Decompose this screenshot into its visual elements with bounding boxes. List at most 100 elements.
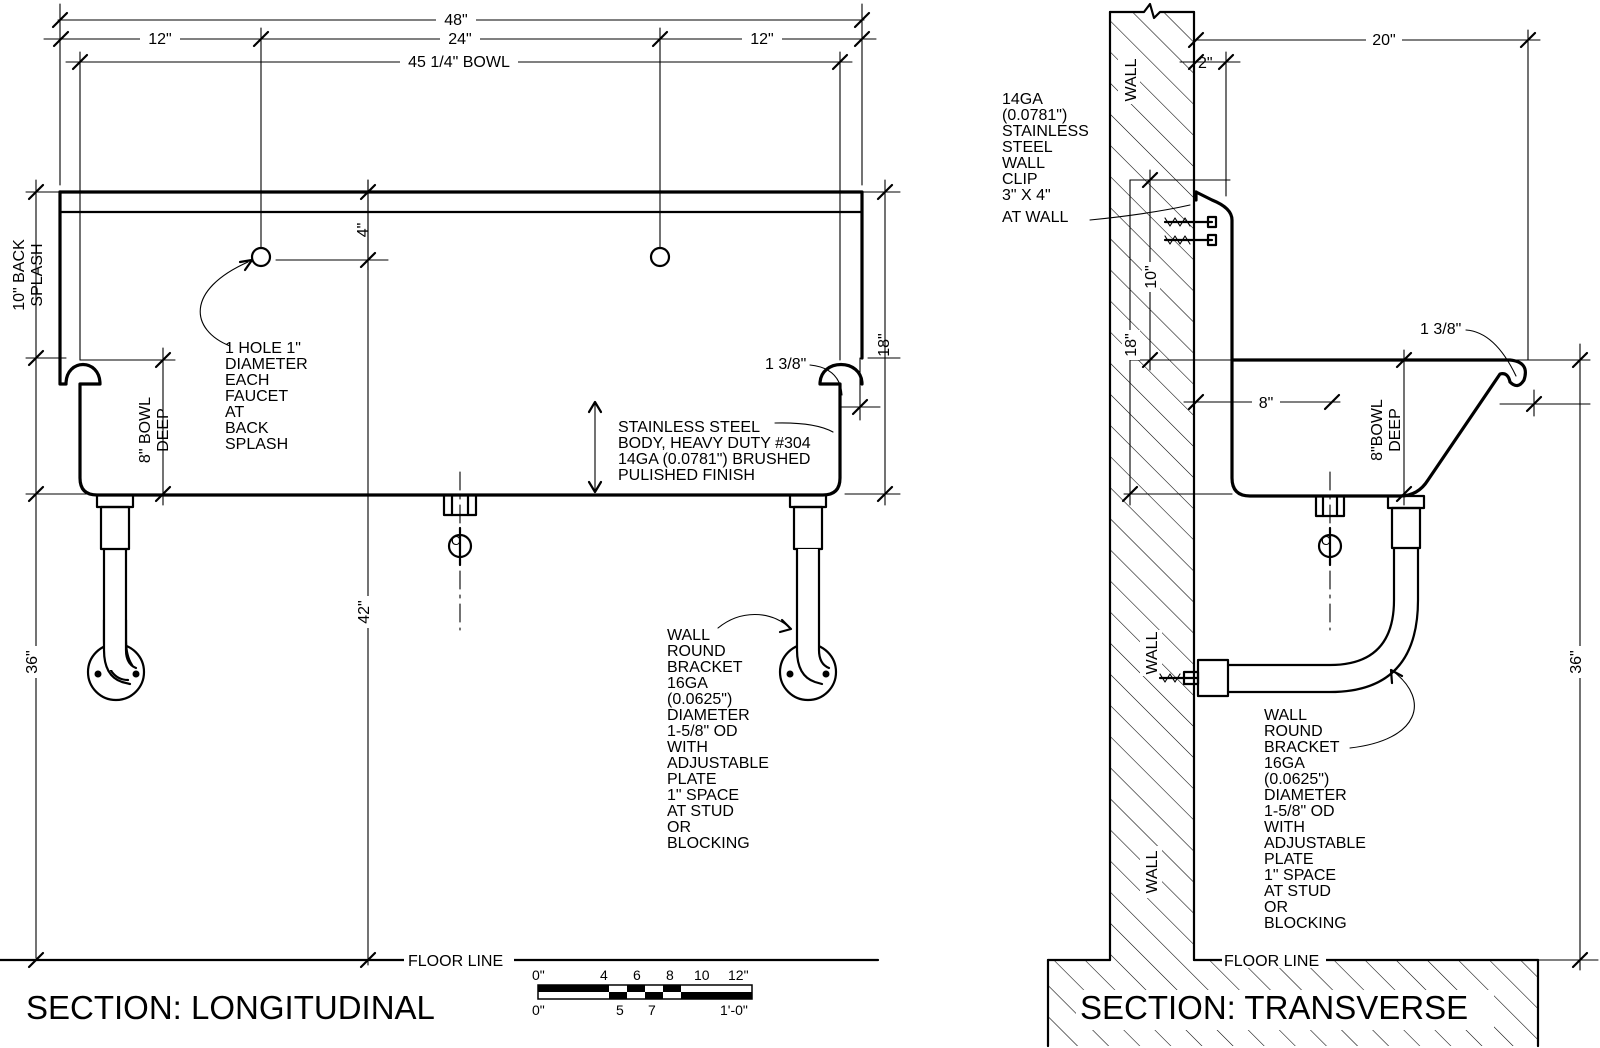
dim-18t-label: 18" [1123, 333, 1140, 356]
note-clip-line2: (0.0781") [1002, 107, 1067, 124]
scale-bar: 0" 4 6 8 10 12" 0" 5 7 1'-0" [532, 967, 753, 1018]
note-faucet-hole: 1 HOLE 1" DIAMETER EACH FAUCET AT BACK S… [225, 340, 308, 453]
sink-body-profile [1163, 190, 1527, 498]
dim-bowl-deep-line2: DEEP [155, 408, 172, 452]
scale-bottom-1ft: 1'-0" [720, 1002, 748, 1018]
note-body-line3: 14GA (0.0781") BRUSHED [618, 451, 810, 468]
drain-t: C [1314, 471, 1346, 631]
dim-36t-label: 36" [1568, 650, 1585, 673]
note-body-line1: STAINLESS STEEL [618, 419, 760, 436]
dim-heights: 42" 36" [24, 179, 378, 969]
note-bracket-t-line10: PLATE [1264, 851, 1314, 868]
scale-top-4: 4 [600, 967, 608, 983]
dim-bowl-deep-line1: 8" BOWL [137, 397, 154, 463]
note-clip-line7: 3" X 4" [1002, 187, 1051, 204]
note-bracket-t-line14: BLOCKING [1264, 915, 1347, 932]
note-bracket-t-line2: ROUND [1264, 723, 1323, 740]
scale-bottom-5: 5 [616, 1002, 624, 1018]
title-transverse: SECTION: TRANSVERSE [1080, 989, 1468, 1026]
note-bracket-l-line11: 1" SPACE [667, 787, 739, 804]
note-clip-line3: STAINLESS [1002, 123, 1089, 140]
dim-10-18: 10" 18" [1121, 169, 1233, 506]
note-bracket-l-line9: ADJUSTABLE [667, 755, 769, 772]
scale-top-8: 8 [666, 967, 674, 983]
note-clip-line6: CLIP [1002, 171, 1038, 188]
scale-top-12: 12" [728, 967, 749, 983]
note-clip-line8: AT WALL [1002, 209, 1068, 226]
floor-slab: FLOOR LINE SECTION: TRANSVERSE [1046, 950, 1540, 1048]
note-bracket-t-line13: OR [1264, 899, 1288, 916]
note-bracket-l-line13: OR [667, 819, 691, 836]
leader-hole-note [199, 261, 249, 347]
note-bracket-l-line8: WITH [667, 739, 708, 756]
note-bracket-t-line12: AT STUD [1264, 883, 1331, 900]
dim-12-right-label: 12" [750, 31, 773, 48]
wall-hatched: WALL WALL WALL [1108, 2, 1196, 962]
dim-bowl-deep-t-line1: 8"BOWL [1369, 399, 1386, 461]
note-bracket-t-line11: 1" SPACE [1264, 867, 1336, 884]
note-bracket-t-line6: DIAMETER [1264, 787, 1347, 804]
dim-overall-width: 48" [51, 3, 871, 186]
note-bracket-l-line4: 16GA [667, 675, 708, 692]
note-clip-line4: STEEL [1002, 139, 1053, 156]
note-bracket-l-line7: 1-5/8" OD [667, 723, 738, 740]
dim-depth: 20" 2" [1179, 29, 1541, 361]
wall-label-top: WALL [1123, 58, 1140, 101]
note-bracket-l-line10: PLATE [667, 771, 717, 788]
note-bracket-t-line1: WALL [1264, 707, 1307, 724]
dim-rim-and-18: 18" 1 3/8" [765, 179, 901, 506]
dim-rim-t-label: 1 3/8" [1420, 321, 1461, 338]
note-bracket-t-line9: ADJUSTABLE [1264, 835, 1366, 852]
scale-top-10: 10 [694, 967, 710, 983]
leader-hole-arrow [238, 258, 254, 272]
wall-label-bottom: WALL [1144, 850, 1161, 893]
leg-bracket-t [1158, 494, 1426, 698]
dim-36-t: 36" [1537, 343, 1599, 971]
dim-backsplash-line1: 10" BACK [11, 239, 28, 311]
dim-18-label: 18" [876, 333, 893, 356]
note-bracket-l-line5: (0.0625") [667, 691, 732, 708]
note-clip-line1: 14GA [1002, 91, 1043, 108]
dim-48-label: 48" [444, 12, 467, 29]
drain: C [442, 471, 478, 631]
note-bracket-l-line2: ROUND [667, 643, 726, 660]
dim-bowl-width: 45 1/4" BOWL [65, 51, 853, 361]
note-bracket-l-line6: DIAMETER [667, 707, 750, 724]
title-longitudinal: SECTION: LONGITUDINAL [26, 989, 435, 1026]
note-bracket-longitudinal: WALL ROUND BRACKET 16GA (0.0625") DIAMET… [667, 613, 793, 852]
note-body-line2: BODY, HEAVY DUTY #304 [618, 435, 811, 452]
note-bracket-t-line3: BRACKET [1264, 739, 1340, 756]
scale-top-6: 6 [633, 967, 641, 983]
note-bracket-t-line5: (0.0625") [1264, 771, 1329, 788]
dim-10-label: 10" [1143, 265, 1160, 288]
dim-4-label: 4" [355, 223, 372, 238]
right-leg [778, 493, 838, 702]
note-hole-line1: 1 HOLE 1" [225, 340, 301, 357]
note-bracket-t-line8: WITH [1264, 819, 1305, 836]
dim-rim-t: 1 3/8" [1420, 321, 1591, 417]
note-bracket-l-line3: BRACKET [667, 659, 743, 676]
note-bracket-l-line14: BLOCKING [667, 835, 750, 852]
dim-8-label: 8" [1259, 395, 1274, 412]
dim-drain-offset: 8" [1183, 393, 1341, 412]
centerline-symbol-t: C [1321, 533, 1330, 548]
note-hole-line7: SPLASH [225, 436, 288, 453]
note-hole-line6: BACK [225, 420, 269, 437]
note-bracket-t-line4: 16GA [1264, 755, 1305, 772]
dim-24-label: 24" [448, 31, 471, 48]
note-hole-line5: AT [225, 404, 244, 421]
note-bracket-l-line12: AT STUD [667, 803, 734, 820]
dim-bowl-label: 45 1/4" BOWL [408, 54, 510, 71]
scale-bottom-0: 0" [532, 1002, 545, 1018]
note-bracket-l-line1: WALL [667, 627, 710, 644]
floor-line-label-t: FLOOR LINE [1224, 953, 1319, 970]
dim-backsplash: 10" BACK SPLASH [11, 179, 67, 959]
dim-42-label: 42" [356, 600, 373, 623]
dim-20-label: 20" [1372, 32, 1395, 49]
dim-bowl-deep-t: 8"BOWL DEEP [1369, 349, 1413, 506]
dim-backsplash-line2: SPLASH [29, 243, 46, 306]
note-clip-line5: WALL [1002, 155, 1045, 172]
note-body: STAINLESS STEEL BODY, HEAVY DUTY #304 14… [587, 400, 834, 494]
floor-line-longitudinal: FLOOR LINE [0, 950, 880, 970]
